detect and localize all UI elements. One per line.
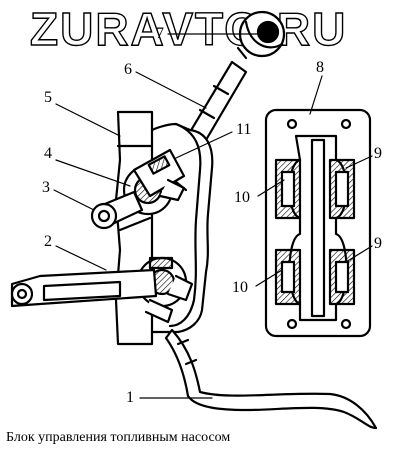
pedal-arm [164, 328, 378, 430]
small-lever [90, 190, 152, 232]
callout-10-lower: 10 [232, 279, 248, 296]
callout-5: 5 [44, 89, 52, 106]
callout-6: 6 [124, 61, 132, 78]
long-lever [10, 268, 158, 308]
leader-lines [53, 33, 373, 399]
callout-11: 11 [236, 121, 252, 138]
callout-7: 7 [156, 25, 164, 42]
callout-1: 1 [126, 389, 134, 406]
callout-3: 3 [42, 179, 50, 196]
knob [236, 10, 286, 60]
callout-9-upper: 9 [374, 145, 382, 162]
callout-8: 8 [316, 59, 324, 76]
watermark-logo: ZURAVTO.RU [29, 2, 348, 55]
callout-4: 4 [44, 145, 52, 162]
callout-10-upper: 10 [234, 189, 250, 206]
callout-9-lower: 9 [374, 235, 382, 252]
callout-2: 2 [44, 233, 52, 250]
plate-inserts [274, 158, 356, 306]
diagram-caption: Блок управления топливным насосом [6, 430, 231, 445]
